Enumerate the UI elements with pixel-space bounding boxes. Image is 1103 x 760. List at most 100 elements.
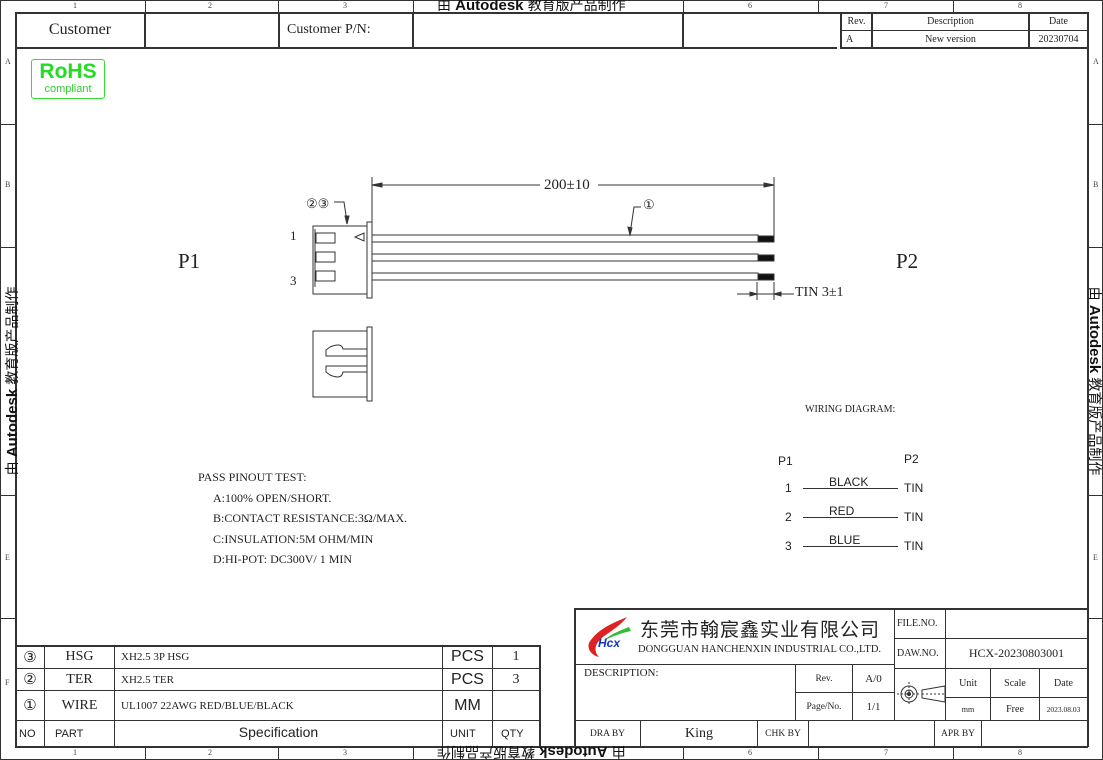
rev-label: Rev. xyxy=(815,673,833,684)
daw-no-label: DAW.NO. xyxy=(897,648,939,659)
logo-text: Hcx xyxy=(598,636,621,650)
daw-no-value: HCX-20230803001 xyxy=(968,646,1065,660)
test-notes-title: PASS PINOUT TEST: xyxy=(198,470,307,484)
file-no-label: FILE.NO. xyxy=(897,618,938,629)
bom-no: ③ xyxy=(23,649,37,666)
rev-value: A/0 xyxy=(865,672,882,685)
date-label: Date xyxy=(1054,677,1073,689)
chk-by-value[interactable] xyxy=(809,721,934,746)
rev-date: 20230704 xyxy=(1038,33,1079,45)
wiring-end-2: TIN xyxy=(904,510,924,524)
bom-part: WIRE xyxy=(61,697,98,713)
rohs-subtitle: compliant xyxy=(44,83,92,95)
balloon-3: ③ xyxy=(317,196,330,211)
zone-col-1: 1 xyxy=(73,1,77,10)
rev-description: New version xyxy=(925,33,976,45)
bom-qty: 1 xyxy=(512,649,520,664)
bom-unit: PCS xyxy=(451,670,484,688)
test-note-b: B:CONTACT RESISTANCE:3Ω/MAX. xyxy=(213,511,408,525)
wiring-pin-1: 1 xyxy=(785,481,792,495)
length-dimension: 200±10 xyxy=(542,177,592,194)
zone-col-3: 3 xyxy=(343,1,347,10)
description-label: DESCRIPTION: xyxy=(584,667,659,679)
date-value: 2023.08.03 xyxy=(1046,704,1081,714)
bom-header-spec: Specification xyxy=(238,724,319,740)
zone-col-6: 6 xyxy=(748,1,752,10)
zone-row-e-right: E xyxy=(1093,553,1098,562)
pin-label-3: 3 xyxy=(290,273,297,288)
zone-col-2: 2 xyxy=(208,1,212,10)
bom-part: HSG xyxy=(65,649,94,664)
wiring-color-3: BLUE xyxy=(829,533,861,547)
zone-col-8-bottom: 8 xyxy=(1018,748,1022,757)
company-logo-icon xyxy=(588,617,631,657)
zone-col-7: 7 xyxy=(884,1,888,10)
projection-symbol-icon xyxy=(897,682,946,706)
scale-label: Scale xyxy=(1004,677,1026,689)
wiring-color-1: BLACK xyxy=(829,475,869,489)
balloon-2: ② xyxy=(306,196,318,211)
bom-header-part: PART xyxy=(55,727,84,740)
zone-row-b: B xyxy=(5,180,11,189)
zone-col-7-bottom: 7 xyxy=(884,748,888,757)
scale-value: Free xyxy=(1006,703,1024,715)
pin-label-1: 1 xyxy=(290,228,297,243)
test-note-d: D:HI-POT: DC300V/ 1 MIN xyxy=(213,552,353,566)
bom-header-no: NO xyxy=(19,727,36,740)
wiring-left-header: P1 xyxy=(778,454,793,468)
wiring-pin-3: 3 xyxy=(785,539,792,553)
apr-by-value[interactable] xyxy=(982,721,1087,746)
bom-qty: 3 xyxy=(512,671,520,687)
test-note-c: C:INSULATION:5M OHM/MIN xyxy=(213,531,374,546)
chk-by-label: CHK BY xyxy=(765,728,801,739)
bom-spec: XH2.5 TER xyxy=(121,673,174,686)
test-note-a: A:100% OPEN/SHORT. xyxy=(213,490,332,505)
company-name-cn: 东莞市翰宸鑫实业有限公司 xyxy=(640,619,881,641)
wiring-pin-2: 2 xyxy=(785,510,792,524)
unit-value: mm xyxy=(961,704,975,714)
zone-col-8: 8 xyxy=(1018,1,1022,10)
page-label: Page/No. xyxy=(806,701,842,712)
bom-part: TER xyxy=(66,671,93,687)
wire-balloon: ① xyxy=(643,197,655,212)
zone-row-b-right: B xyxy=(1093,180,1099,189)
dra-by-value: King xyxy=(685,725,713,741)
date-header: Date xyxy=(1049,16,1068,27)
wiring-right-header: P2 xyxy=(904,452,919,466)
customer-pn-label: Customer P/N: xyxy=(287,22,371,37)
zone-row-f: F xyxy=(5,678,10,687)
wiring-end-3: TIN xyxy=(904,539,924,553)
zone-col-2-bottom: 2 xyxy=(208,748,212,757)
p1-label: P1 xyxy=(178,249,201,273)
bom-spec: XH2.5 3P HSG xyxy=(121,651,190,663)
dra-by-label: DRA BY xyxy=(589,728,626,739)
company-name-en: DONGGUAN HANCHENXIN INDUSTRIAL CO.,LTD. xyxy=(638,644,882,655)
rohs-badge: RoHS compliant xyxy=(31,59,105,99)
test-notes: PASS PINOUT TEST: A:100% OPEN/SHORT. B:C… xyxy=(198,467,407,570)
unit-label: Unit xyxy=(959,677,977,689)
zone-row-e: E xyxy=(5,553,10,562)
rev-value: A xyxy=(846,33,854,45)
zone-col-3-bottom: 3 xyxy=(343,748,347,757)
file-no-value[interactable] xyxy=(946,609,1087,638)
wiring-diagram-title: WIRING DIAGRAM: xyxy=(805,404,896,415)
zone-row-a-right: A xyxy=(1093,57,1099,66)
bom-header-unit: UNIT xyxy=(450,727,476,740)
customer-label: Customer xyxy=(48,21,112,38)
bom-qty xyxy=(493,691,539,720)
apr-by-label: APR BY xyxy=(940,728,976,739)
bom-unit: PCS xyxy=(451,648,484,665)
zone-row-a: A xyxy=(5,57,11,66)
rohs-title: RoHS xyxy=(39,60,97,83)
page-value: 1/1 xyxy=(866,700,881,713)
bom-unit: MM xyxy=(454,696,481,714)
rev-header: Rev. xyxy=(847,16,866,27)
zone-col-1-bottom: 1 xyxy=(73,748,77,757)
description-header: Description xyxy=(927,16,974,27)
bom-spec: UL1007 22AWG RED/BLUE/BLACK xyxy=(121,699,294,712)
tin-dimension: TIN 3±1 xyxy=(795,285,844,300)
wiring-color-2: RED xyxy=(829,504,855,518)
connector-balloons: ②③ xyxy=(306,196,329,212)
wiring-end-1: TIN xyxy=(904,481,924,495)
